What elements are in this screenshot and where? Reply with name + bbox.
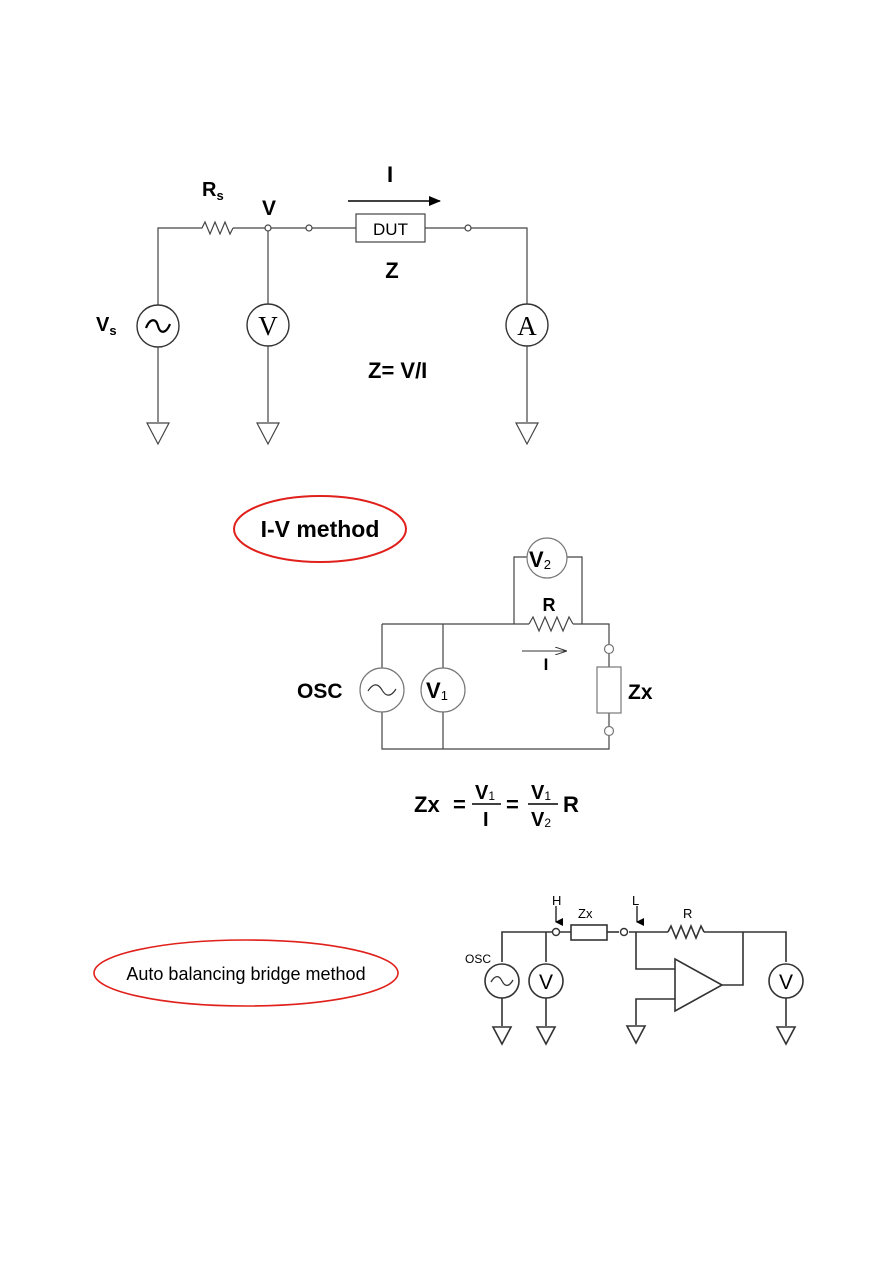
ground-icon [256, 422, 280, 446]
sine-wave-icon [367, 684, 397, 696]
feedback-resistor [667, 923, 705, 941]
diagram-1-impedance-circuit: DUT I Rs V Z Vs Z= V/I V A [96, 162, 549, 446]
source-resistor [198, 220, 234, 236]
op-amp-icon [674, 957, 724, 1013]
formula-frac1-den: I [483, 809, 489, 831]
resistor-label: R [543, 595, 556, 615]
l-label: L [632, 893, 639, 908]
osc-label: OSC [297, 680, 343, 703]
auto-balancing-title: Auto balancing bridge method [126, 964, 365, 984]
formula-eq2: = [506, 792, 519, 817]
ground-icon [491, 1026, 513, 1046]
node-v [264, 224, 272, 232]
v2-bridge-wires [513, 556, 583, 624]
left-bottom-wires [381, 624, 610, 750]
formula-frac2-den: V2 [531, 809, 551, 831]
h-terminal [551, 927, 561, 937]
iv-formula: Zx = V1 I = V1 V2 R [414, 782, 579, 831]
formula-lhs: Zx [414, 792, 440, 817]
v2-meter-icon [526, 537, 568, 579]
formula-frac1-num: V1 [475, 782, 495, 804]
diagram-3-auto-balancing-bridge: Auto balancing bridge method H L Zx R OS… [93, 893, 804, 1046]
ground-icon [146, 422, 170, 446]
formula-eq: = [453, 792, 466, 817]
zx-component [596, 666, 622, 714]
noninverting-input-wire [635, 998, 675, 1025]
voltmeter-out-label: V [779, 971, 793, 994]
ground-icon [515, 422, 539, 446]
l-terminal [619, 927, 629, 937]
current-label: I [387, 162, 393, 187]
source-wire [157, 227, 198, 310]
sine-wave-icon [144, 319, 172, 333]
ground-icon [775, 1026, 797, 1046]
impedance-label: Z [385, 258, 398, 283]
v1-meter-label: V1 [426, 678, 448, 703]
voltmeter-h-label: V [539, 971, 553, 994]
diagram-2-iv-method: I-V method V2 R I V1 OSC Zx Zx = V1 I = … [233, 495, 653, 831]
terminal-left [305, 224, 313, 232]
ground-wires [501, 998, 787, 1026]
top-wire-right [425, 227, 528, 305]
current-label: I [544, 655, 549, 674]
r-label: R [683, 906, 692, 921]
voltmeter-symbol: V [258, 311, 278, 341]
formula-frac2-num: V1 [531, 782, 551, 804]
zx-component [570, 924, 608, 941]
top-wire-right [573, 623, 610, 644]
source-label: Vs [96, 314, 117, 338]
inverting-input-wire [635, 932, 675, 970]
feedback-wire [721, 932, 744, 986]
ammeter-symbol: A [517, 311, 537, 341]
dut-label: DUT [373, 220, 408, 239]
h-label: H [552, 893, 561, 908]
node-voltage-label: V [262, 197, 276, 220]
osc-label: OSC [465, 952, 491, 966]
ground-wires [157, 346, 528, 422]
formula-tail: R [563, 792, 579, 817]
dut-box [355, 213, 426, 243]
iv-method-title: I-V method [261, 516, 380, 542]
iv-method-ellipse [233, 495, 407, 563]
v1-meter-icon [420, 667, 466, 713]
ground-icon [625, 1025, 647, 1045]
v2-meter-label: V2 [529, 547, 551, 572]
ground-icon [535, 1026, 557, 1046]
zx-label: Zx [628, 681, 653, 704]
auto-balancing-ellipse [93, 939, 399, 1007]
terminal-right [464, 224, 472, 232]
zx-terminal-top [603, 643, 615, 655]
source-resistor-label: Rs [202, 179, 224, 203]
zx-terminal-bottom [603, 725, 615, 737]
sine-wave-icon [490, 975, 514, 987]
ohms-law-formula: Z= V/I [368, 358, 427, 383]
zx-label: Zx [578, 906, 593, 921]
resistor-r [528, 615, 574, 633]
output-wire [704, 931, 787, 962]
osc-wire [501, 931, 571, 962]
